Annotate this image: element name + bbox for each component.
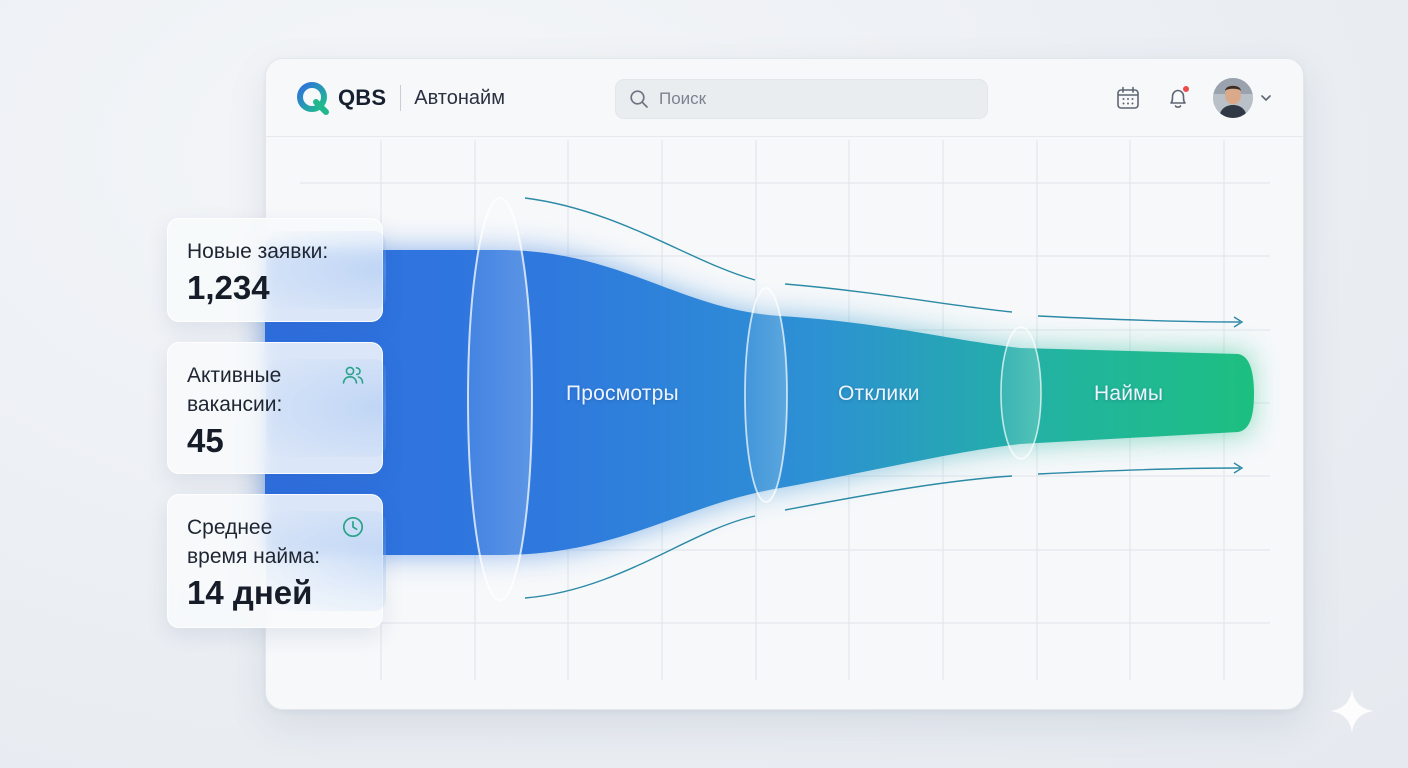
kpi-label: Среднее время найма: [187, 516, 321, 568]
qbs-logo-icon [297, 82, 329, 115]
user-photo-icon [1213, 78, 1253, 118]
kpi-label: Активные вакансии: [187, 364, 283, 416]
kpi-value: 1,234 [187, 269, 270, 306]
notifications-button[interactable] [1165, 85, 1191, 111]
flow-lines [524, 197, 1244, 599]
brand-name: QBS [338, 85, 387, 110]
product-name: Автонайм [414, 86, 505, 109]
notification-dot [1182, 85, 1190, 93]
kpi-card-avg-hire-time[interactable]: Среднее время найма: 14 дней [167, 494, 386, 628]
divider [400, 85, 402, 111]
kpi-value: 45 [187, 422, 224, 459]
search-bar[interactable] [615, 79, 988, 119]
chevron-down-icon[interactable] [1259, 91, 1273, 105]
stage-label-views: Просмотры [566, 382, 679, 405]
stage-ring-3 [1000, 326, 1042, 460]
calendar-icon[interactable] [1115, 85, 1141, 111]
sparkle-icon [1330, 689, 1374, 733]
top-bar: QBS Автонайм [266, 59, 1303, 137]
stage-ring-1 [467, 197, 533, 601]
stage-ring-2 [744, 287, 788, 503]
kpi-card-new-requests[interactable]: Новые заявки: 1,234 [167, 218, 386, 322]
bell-icon [1170, 89, 1186, 108]
users-icon [342, 366, 364, 384]
kpi-value: 14 дней [187, 574, 313, 611]
stage-label-responses: Отклики [838, 382, 920, 405]
logo[interactable]: QBS Автонайм [296, 81, 505, 115]
stage-label-hires: Наймы [1094, 382, 1164, 405]
kpi-card-active-vacancies[interactable]: Активные вакансии: 45 [167, 342, 386, 474]
search-input[interactable] [659, 89, 959, 109]
kpi-label: Новые заявки: [187, 240, 329, 263]
search-icon [630, 90, 648, 108]
clock-icon [342, 516, 364, 538]
avatar[interactable] [1213, 78, 1253, 118]
